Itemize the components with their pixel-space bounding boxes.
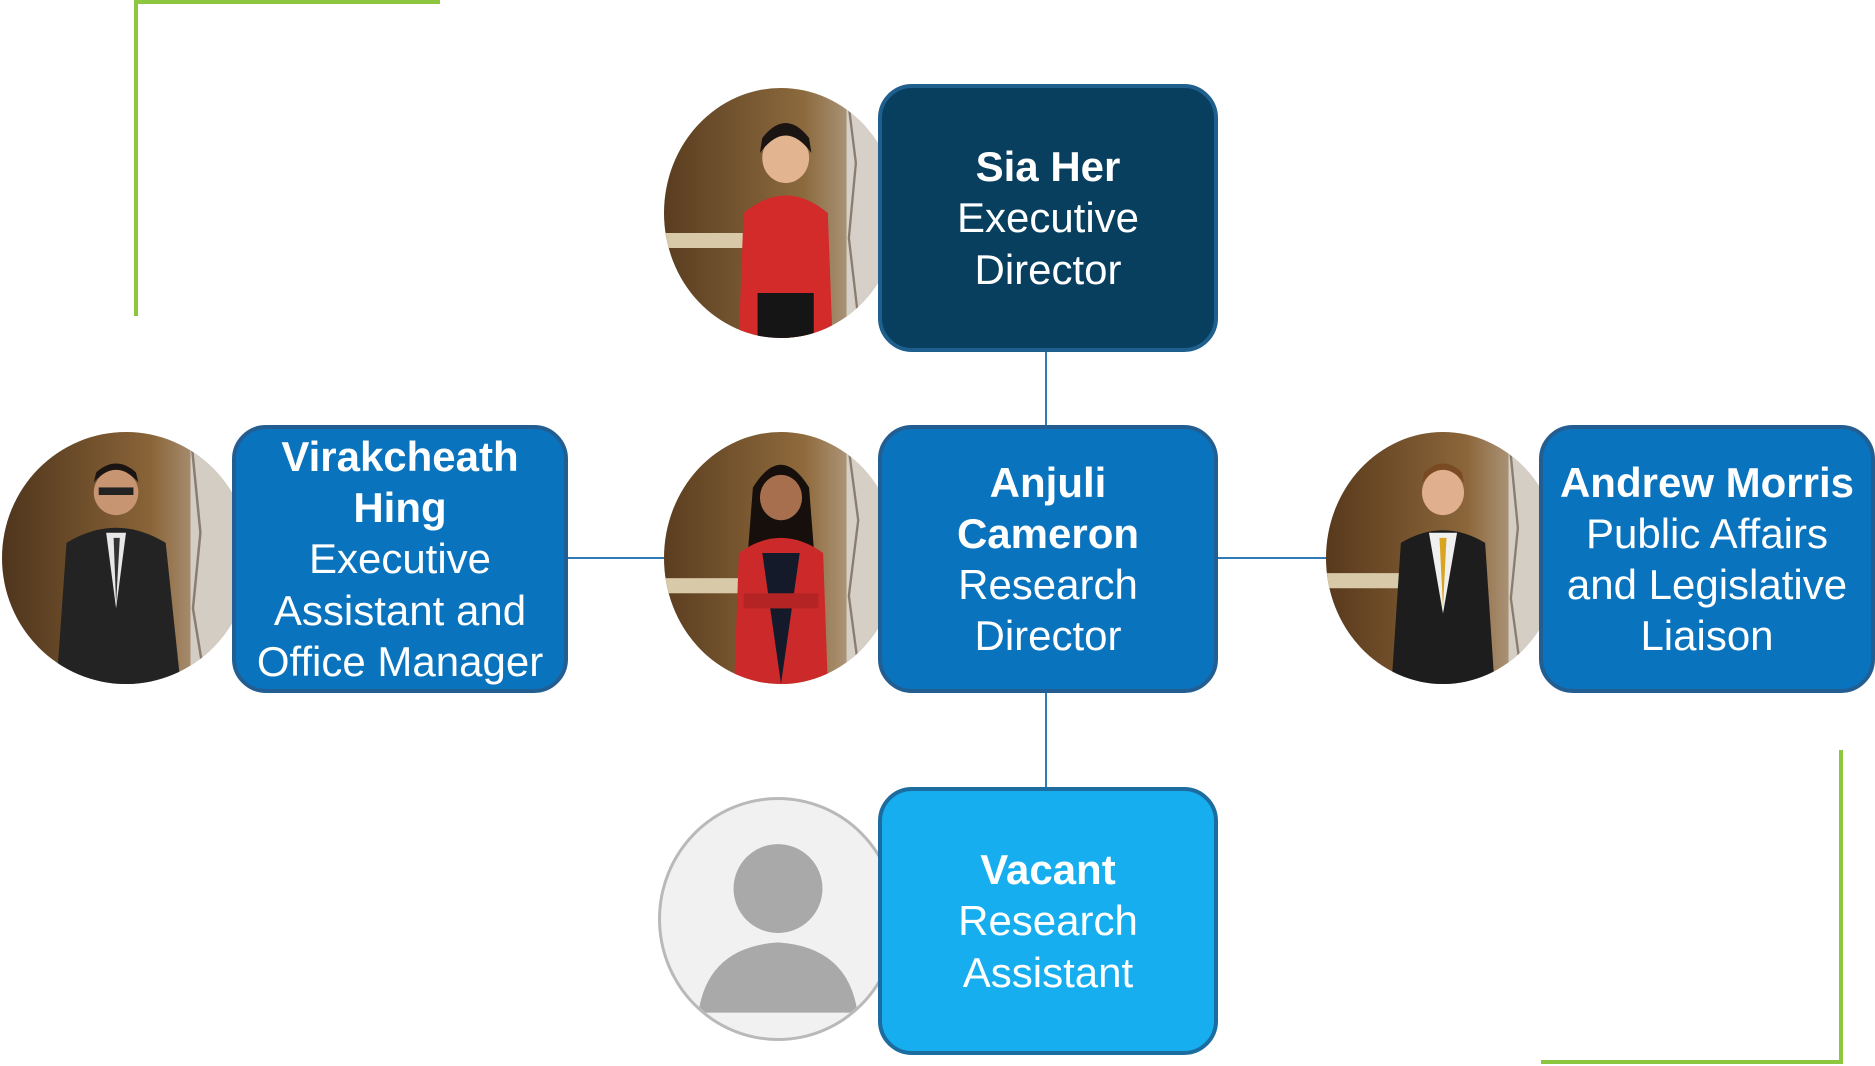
corner-bracket-top-left-vertical	[134, 0, 138, 316]
connector-executive-to-research	[1045, 352, 1047, 426]
node-title-line: Director	[974, 245, 1122, 293]
node-name: Vacant	[980, 846, 1116, 894]
avatar-andrew-morris	[1326, 432, 1560, 684]
corner-bracket-bottom-right-vertical	[1839, 750, 1843, 1064]
node-title-line: Executive	[956, 194, 1140, 242]
corner-bracket-top-left-horizontal	[134, 0, 440, 4]
connector-research-to-vacant	[1045, 693, 1047, 787]
corner-bracket-bottom-right-horizontal	[1541, 1060, 1843, 1064]
node-vacant[interactable]: Vacant Research Assistant	[878, 787, 1218, 1055]
node-title-line: Research	[958, 561, 1138, 608]
node-title-line: Research	[958, 897, 1138, 945]
node-research-director[interactable]: Anjuli Cameron Research Director	[878, 425, 1218, 693]
node-title-line: Assistant and	[273, 586, 527, 634]
avatar-vacant	[658, 797, 898, 1041]
connector-research-to-right	[1218, 557, 1328, 559]
node-name: Virakcheath	[281, 432, 519, 480]
avatar-sia-her	[664, 88, 898, 338]
node-name: Cameron	[956, 509, 1140, 557]
node-name: Hing	[353, 484, 447, 532]
node-name: Sia Her	[975, 143, 1121, 191]
node-public-affairs[interactable]: Andrew Morris Public Affairs and Legisla…	[1539, 425, 1875, 693]
portrait-photo-icon	[1326, 432, 1560, 684]
connector-left-to-research	[568, 557, 664, 559]
avatar-virakcheath-hing	[2, 432, 250, 684]
portrait-photo-icon	[2, 432, 250, 684]
avatar-anjuli-cameron	[664, 432, 898, 684]
node-name: Andrew Morris	[1559, 458, 1855, 506]
node-name: Anjuli	[989, 458, 1107, 506]
node-executive-director[interactable]: Sia Her Executive Director	[878, 84, 1218, 352]
node-title-line: Office Manager	[256, 637, 544, 685]
node-title-line: Public Affairs	[1585, 509, 1828, 557]
node-title-line: Executive	[308, 535, 492, 583]
portrait-photo-icon	[664, 88, 898, 338]
node-title-line: and Legislative	[1566, 561, 1848, 608]
node-title-line: Assistant	[962, 948, 1134, 996]
node-title-line: Liaison	[1640, 612, 1774, 660]
portrait-photo-icon	[664, 432, 898, 684]
node-title-line: Director	[974, 612, 1122, 660]
node-executive-assistant[interactable]: Virakcheath Hing Executive Assistant and…	[232, 425, 568, 693]
user-silhouette-icon	[698, 844, 858, 1013]
